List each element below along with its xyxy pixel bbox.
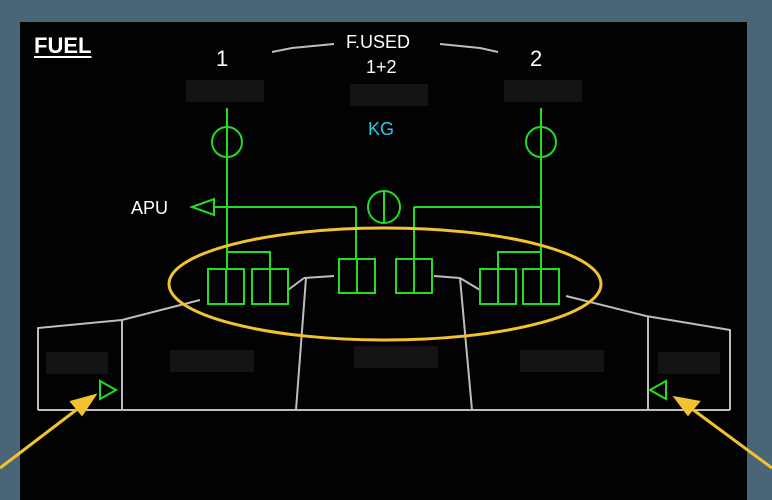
center-tank-pump-2 (395, 258, 433, 294)
right-inner-tank-quantity (520, 350, 604, 372)
fuel-lines (189, 108, 557, 270)
fused-bracket-right (439, 43, 499, 53)
right-pump-manifold (497, 251, 541, 270)
left-tank-pump-1 (207, 268, 245, 305)
left-arrow-head-icon (69, 393, 98, 417)
pumps (207, 258, 560, 305)
right-transfer-valve-icon (647, 379, 667, 401)
left-pump-manifold (227, 251, 271, 270)
right-outer-tank (565, 295, 731, 410)
transfer-valves (99, 379, 667, 401)
page-title: FUEL (34, 33, 92, 58)
right-tank-pump-1 (479, 268, 517, 305)
center-tank-pump-1 (338, 258, 376, 294)
engine1-fuel-used-value (186, 80, 264, 102)
fused-bracket (271, 43, 499, 53)
apu-label: APU (131, 198, 169, 218)
left-inner-tank-quantity (170, 350, 254, 372)
center-top-left-b (303, 275, 335, 279)
center-tank-quantity (354, 346, 438, 368)
right-tank-pump-2 (522, 268, 560, 305)
center-top-right-b (459, 277, 481, 291)
center-left-divider (295, 277, 307, 411)
fuel-used-subtitle: 1+2 (366, 57, 397, 77)
apu-arrow-icon (189, 197, 215, 217)
fuel-used-title: F.USED (346, 32, 411, 52)
total-fuel-used-value (350, 84, 428, 106)
right-arrow-shaft (687, 404, 772, 470)
center-top-right (433, 275, 461, 279)
center-right-divider (459, 277, 473, 411)
center-top-left (287, 277, 305, 291)
left-arrow-shaft (0, 402, 85, 470)
engine2-label: 2 (530, 46, 543, 71)
annotation-arrows (0, 393, 772, 470)
left-tank-pump-2 (251, 268, 289, 305)
pump-highlight-ellipse (167, 226, 603, 342)
fused-bracket-left (271, 43, 335, 53)
left-outer-tank (37, 299, 201, 410)
engine2-fuel-used-value (504, 80, 582, 102)
engine1-label: 1 (216, 46, 229, 71)
left-transfer-valve-icon (99, 379, 119, 401)
tank-outline (37, 275, 731, 411)
right-outer-tank-quantity (658, 352, 720, 374)
left-outer-tank-quantity (46, 352, 108, 374)
right-arrow-head-icon (672, 395, 701, 417)
fuel-unit-label: KG (368, 119, 395, 139)
